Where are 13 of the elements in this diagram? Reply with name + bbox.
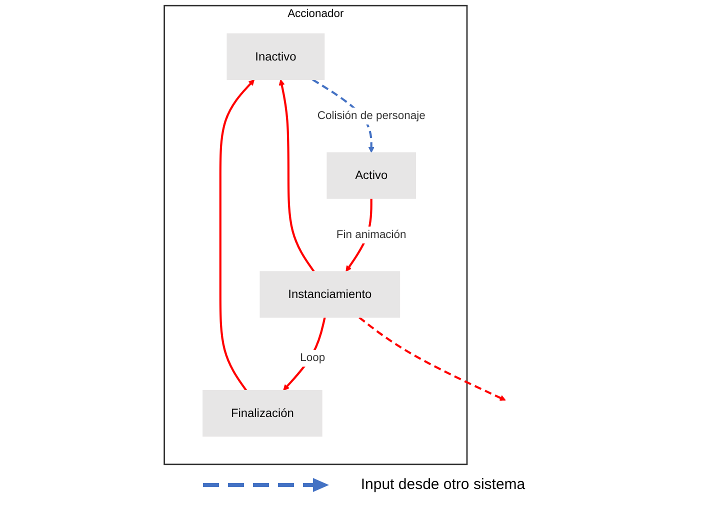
arrow (278, 79, 315, 272)
arrow (312, 78, 374, 153)
edge-label: Fin animación (336, 228, 406, 241)
arrow (283, 317, 326, 391)
arrow (358, 316, 506, 401)
edge-label: Loop (300, 352, 326, 364)
node-box: Instanciamiento (260, 271, 400, 318)
node-box: Activo (326, 152, 416, 199)
node-box: Finalización (202, 390, 322, 437)
node-box: Inactivo (226, 33, 325, 80)
arrow (219, 79, 255, 391)
edge-label: Colisión de personaje (317, 110, 426, 122)
legend-text: Input desde otro sistema (360, 476, 526, 493)
